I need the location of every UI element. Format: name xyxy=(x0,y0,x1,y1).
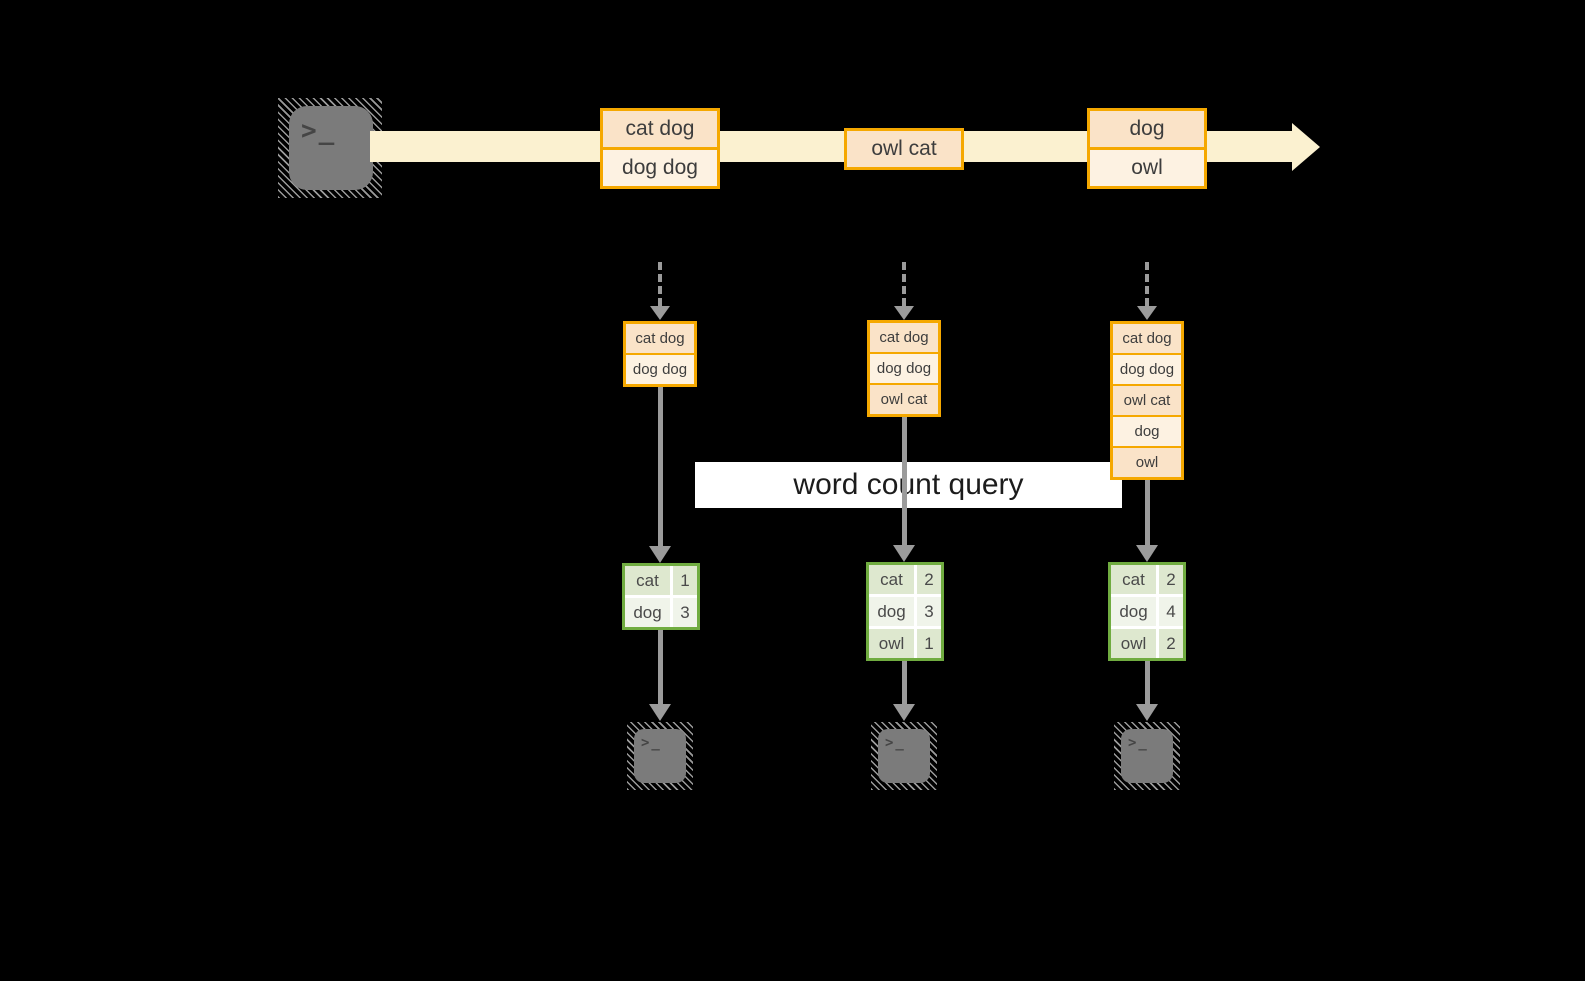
count-value: 2 xyxy=(1159,629,1183,658)
arrow-counts-to-sink-col3 xyxy=(1145,661,1150,704)
state-line: cat dog xyxy=(1113,324,1181,353)
stream-word-line: cat dog xyxy=(603,111,717,147)
arrowhead-icon xyxy=(893,545,915,562)
arrow-state-to-counts-col1 xyxy=(658,387,663,546)
count-value: 1 xyxy=(917,629,941,658)
count-word: cat xyxy=(625,566,670,595)
arrow-counts-to-sink-col1 xyxy=(658,630,663,704)
stream-word-line: owl cat xyxy=(847,131,961,167)
arrow-state-to-counts-col3 xyxy=(1145,480,1150,545)
state-box-2: cat dog dog dog owl cat xyxy=(867,320,941,417)
count-value: 1 xyxy=(673,566,697,595)
arrowhead-icon xyxy=(1136,545,1158,562)
count-value: 3 xyxy=(917,597,941,626)
arrow-state-to-counts-col2 xyxy=(902,417,907,545)
count-value: 3 xyxy=(673,598,697,627)
stream-word-line: dog dog xyxy=(603,150,717,186)
state-line: owl cat xyxy=(1113,386,1181,415)
state-line: owl xyxy=(1113,448,1181,477)
arrowhead-icon xyxy=(649,704,671,721)
stream-batch-3: dog owl xyxy=(1087,108,1207,189)
state-line: cat dog xyxy=(870,323,938,352)
count-table-3: cat 2 dog 4 owl 2 xyxy=(1108,562,1186,661)
stream-word-line: dog xyxy=(1090,111,1204,147)
state-line: dog dog xyxy=(626,355,694,384)
terminal-screen: >_ xyxy=(878,729,930,783)
state-line: dog dog xyxy=(870,354,938,383)
count-table-2: cat 2 dog 3 owl 1 xyxy=(866,562,944,661)
state-line: dog xyxy=(1113,417,1181,446)
terminal-prompt-icon: >_ xyxy=(641,735,662,751)
dashed-arrow-col2 xyxy=(902,262,906,306)
stream-batch-1: cat dog dog dog xyxy=(600,108,720,189)
count-word: cat xyxy=(869,565,914,594)
dashed-arrowhead-icon xyxy=(1137,306,1157,320)
word-count-query-label: word count query xyxy=(695,462,1122,508)
count-word: cat xyxy=(1111,565,1156,594)
terminal-prompt-icon: >_ xyxy=(885,735,906,751)
arrowhead-icon xyxy=(649,546,671,563)
sink-terminal-icon-3: >_ xyxy=(1114,722,1180,790)
source-terminal-icon: >_ xyxy=(278,98,382,198)
stream-batch-2: owl cat xyxy=(844,128,964,170)
dashed-arrowhead-icon xyxy=(650,306,670,320)
state-box-3: cat dog dog dog owl cat dog owl xyxy=(1110,321,1184,480)
arrow-counts-to-sink-col2 xyxy=(902,661,907,704)
arrowhead-icon xyxy=(893,704,915,721)
count-value: 4 xyxy=(1159,597,1183,626)
state-line: cat dog xyxy=(626,324,694,353)
terminal-screen: >_ xyxy=(634,729,686,783)
stream-word-line: owl xyxy=(1090,150,1204,186)
sink-terminal-icon-1: >_ xyxy=(627,722,693,790)
state-box-1: cat dog dog dog xyxy=(623,321,697,387)
count-word: dog xyxy=(1111,597,1156,626)
state-line: owl cat xyxy=(870,385,938,414)
terminal-screen: >_ xyxy=(1121,729,1173,783)
terminal-prompt-icon: >_ xyxy=(301,116,337,146)
dashed-arrow-col3 xyxy=(1145,262,1149,306)
count-word: owl xyxy=(1111,629,1156,658)
sink-terminal-icon-2: >_ xyxy=(871,722,937,790)
arrowhead-icon xyxy=(1136,704,1158,721)
stream-arrowhead-icon xyxy=(1292,123,1320,171)
count-value: 2 xyxy=(1159,565,1183,594)
count-value: 2 xyxy=(917,565,941,594)
count-table-1: cat 1 dog 3 xyxy=(622,563,700,630)
query-label-text: word count query xyxy=(793,468,1024,501)
terminal-screen: >_ xyxy=(289,106,373,190)
terminal-prompt-icon: >_ xyxy=(1128,735,1149,751)
dashed-arrowhead-icon xyxy=(894,306,914,320)
count-word: owl xyxy=(869,629,914,658)
state-line: dog dog xyxy=(1113,355,1181,384)
count-word: dog xyxy=(625,598,670,627)
count-word: dog xyxy=(869,597,914,626)
dashed-arrow-col1 xyxy=(658,262,662,306)
